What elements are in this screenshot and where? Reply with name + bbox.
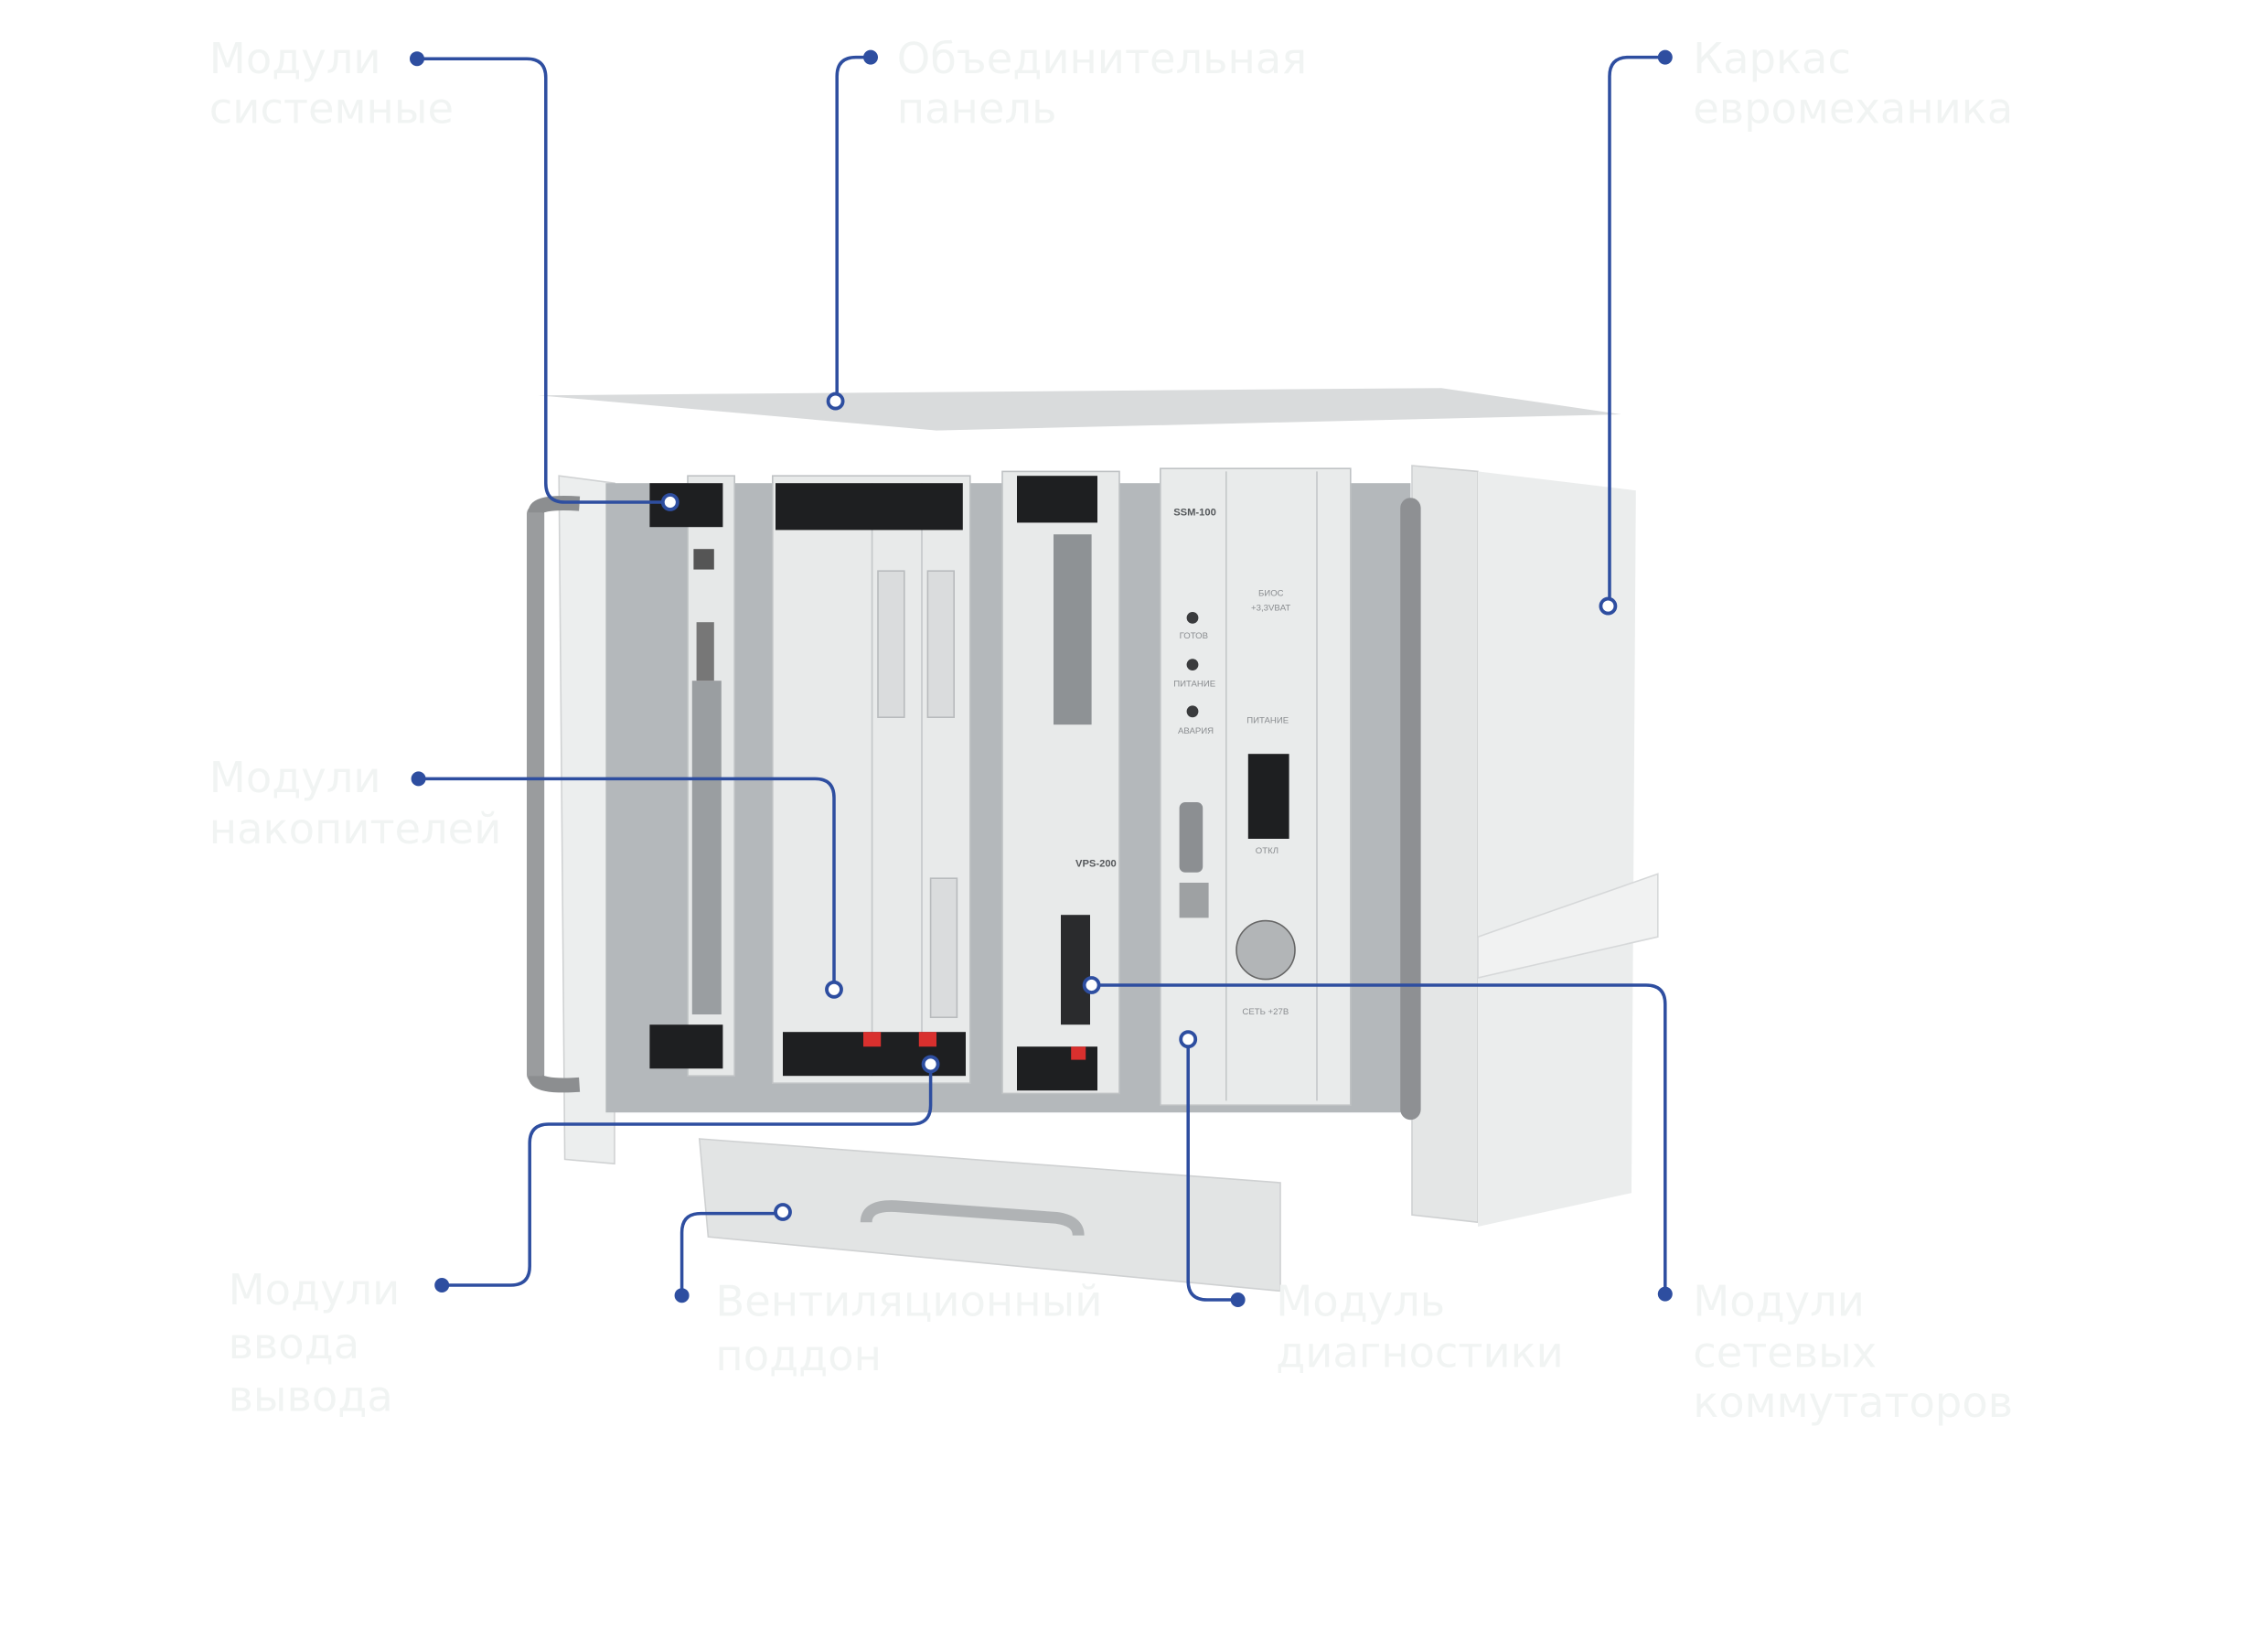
label-io-modules: Модули ввода вывода: [229, 1265, 401, 1421]
svg-text:Модули: Модули: [209, 34, 381, 83]
svg-text:Объединительная: Объединительная: [897, 34, 1307, 83]
label-backplane: Объединительная панель: [897, 34, 1307, 133]
svg-text:панель: панель: [897, 84, 1057, 134]
svg-text:сетевых: сетевых: [1693, 1328, 1877, 1378]
svg-text:системные: системные: [209, 84, 454, 134]
svg-text:вывода: вывода: [229, 1372, 393, 1421]
mains-label: СЕТЬ +27В: [1242, 1007, 1289, 1017]
svg-text:диагностики: диагностики: [1276, 1328, 1564, 1378]
svg-text:Модули: Модули: [1693, 1277, 1865, 1326]
svg-text:коммутаторов: коммутаторов: [1693, 1378, 2013, 1427]
label-system-modules: Модули системные: [209, 34, 454, 133]
leader-switch-modules: [1082, 976, 1673, 1302]
svg-text:поддон: поддон: [715, 1331, 882, 1380]
chassis-right-side: [1400, 465, 1659, 1227]
power-switch-label: ПИТАНИЕ: [1246, 716, 1289, 726]
leader-diagnostics: [1179, 1030, 1246, 1307]
bat-label: +3,3VBAT: [1251, 603, 1290, 613]
label-diagnostics-module: Модуль диагностики: [1276, 1277, 1564, 1378]
backplane-panel: [538, 388, 1621, 431]
fan-tray: [698, 1138, 1281, 1292]
power-led-label: ПИТАНИЕ: [1173, 680, 1215, 690]
label-chassis: Каркас евромеханика: [1693, 34, 2013, 133]
label-storage-modules: Модули накопителей: [209, 753, 502, 853]
leader-chassis: [1599, 49, 1673, 616]
chassis-left-ear: [527, 475, 615, 1165]
svg-text:Вентиляционный: Вентиляционный: [715, 1277, 1102, 1326]
ssm-model-label: SSM-100: [1173, 507, 1216, 518]
label-switch-modules: Модули сетевых коммутаторов: [1693, 1277, 2013, 1427]
bios-label: БИОС: [1258, 588, 1284, 598]
svg-text:евромеханика: евромеханика: [1693, 84, 2013, 134]
leader-storage-modules: [411, 771, 843, 999]
vps-model-label: VPS-200: [1075, 858, 1117, 869]
label-fan-tray: Вентиляционный поддон: [715, 1277, 1102, 1380]
svg-text:Модули: Модули: [229, 1265, 401, 1314]
off-label: ОТКЛ: [1256, 846, 1278, 856]
alarm-label: АВАРИЯ: [1178, 726, 1214, 736]
diagnostics-module: SSM-100 ГОТОВ ПИТАНИЕ АВАРИЯ БИОС +3,3VB…: [1160, 467, 1352, 1106]
leader-fan-tray: [674, 1203, 792, 1303]
svg-text:Каркас: Каркас: [1693, 34, 1851, 83]
svg-text:ввода: ввода: [229, 1319, 360, 1368]
ready-label: ГОТОВ: [1180, 631, 1208, 641]
switch-module: VPS-200: [1001, 470, 1120, 1095]
svg-text:Модули: Модули: [209, 753, 381, 802]
svg-text:Модуль: Модуль: [1276, 1277, 1445, 1326]
leader-backplane: [826, 49, 878, 411]
svg-text:накопителей: накопителей: [209, 804, 502, 853]
leader-io-modules: [434, 1055, 940, 1292]
leader-system-modules: [410, 51, 679, 511]
system-module: [649, 475, 735, 1077]
